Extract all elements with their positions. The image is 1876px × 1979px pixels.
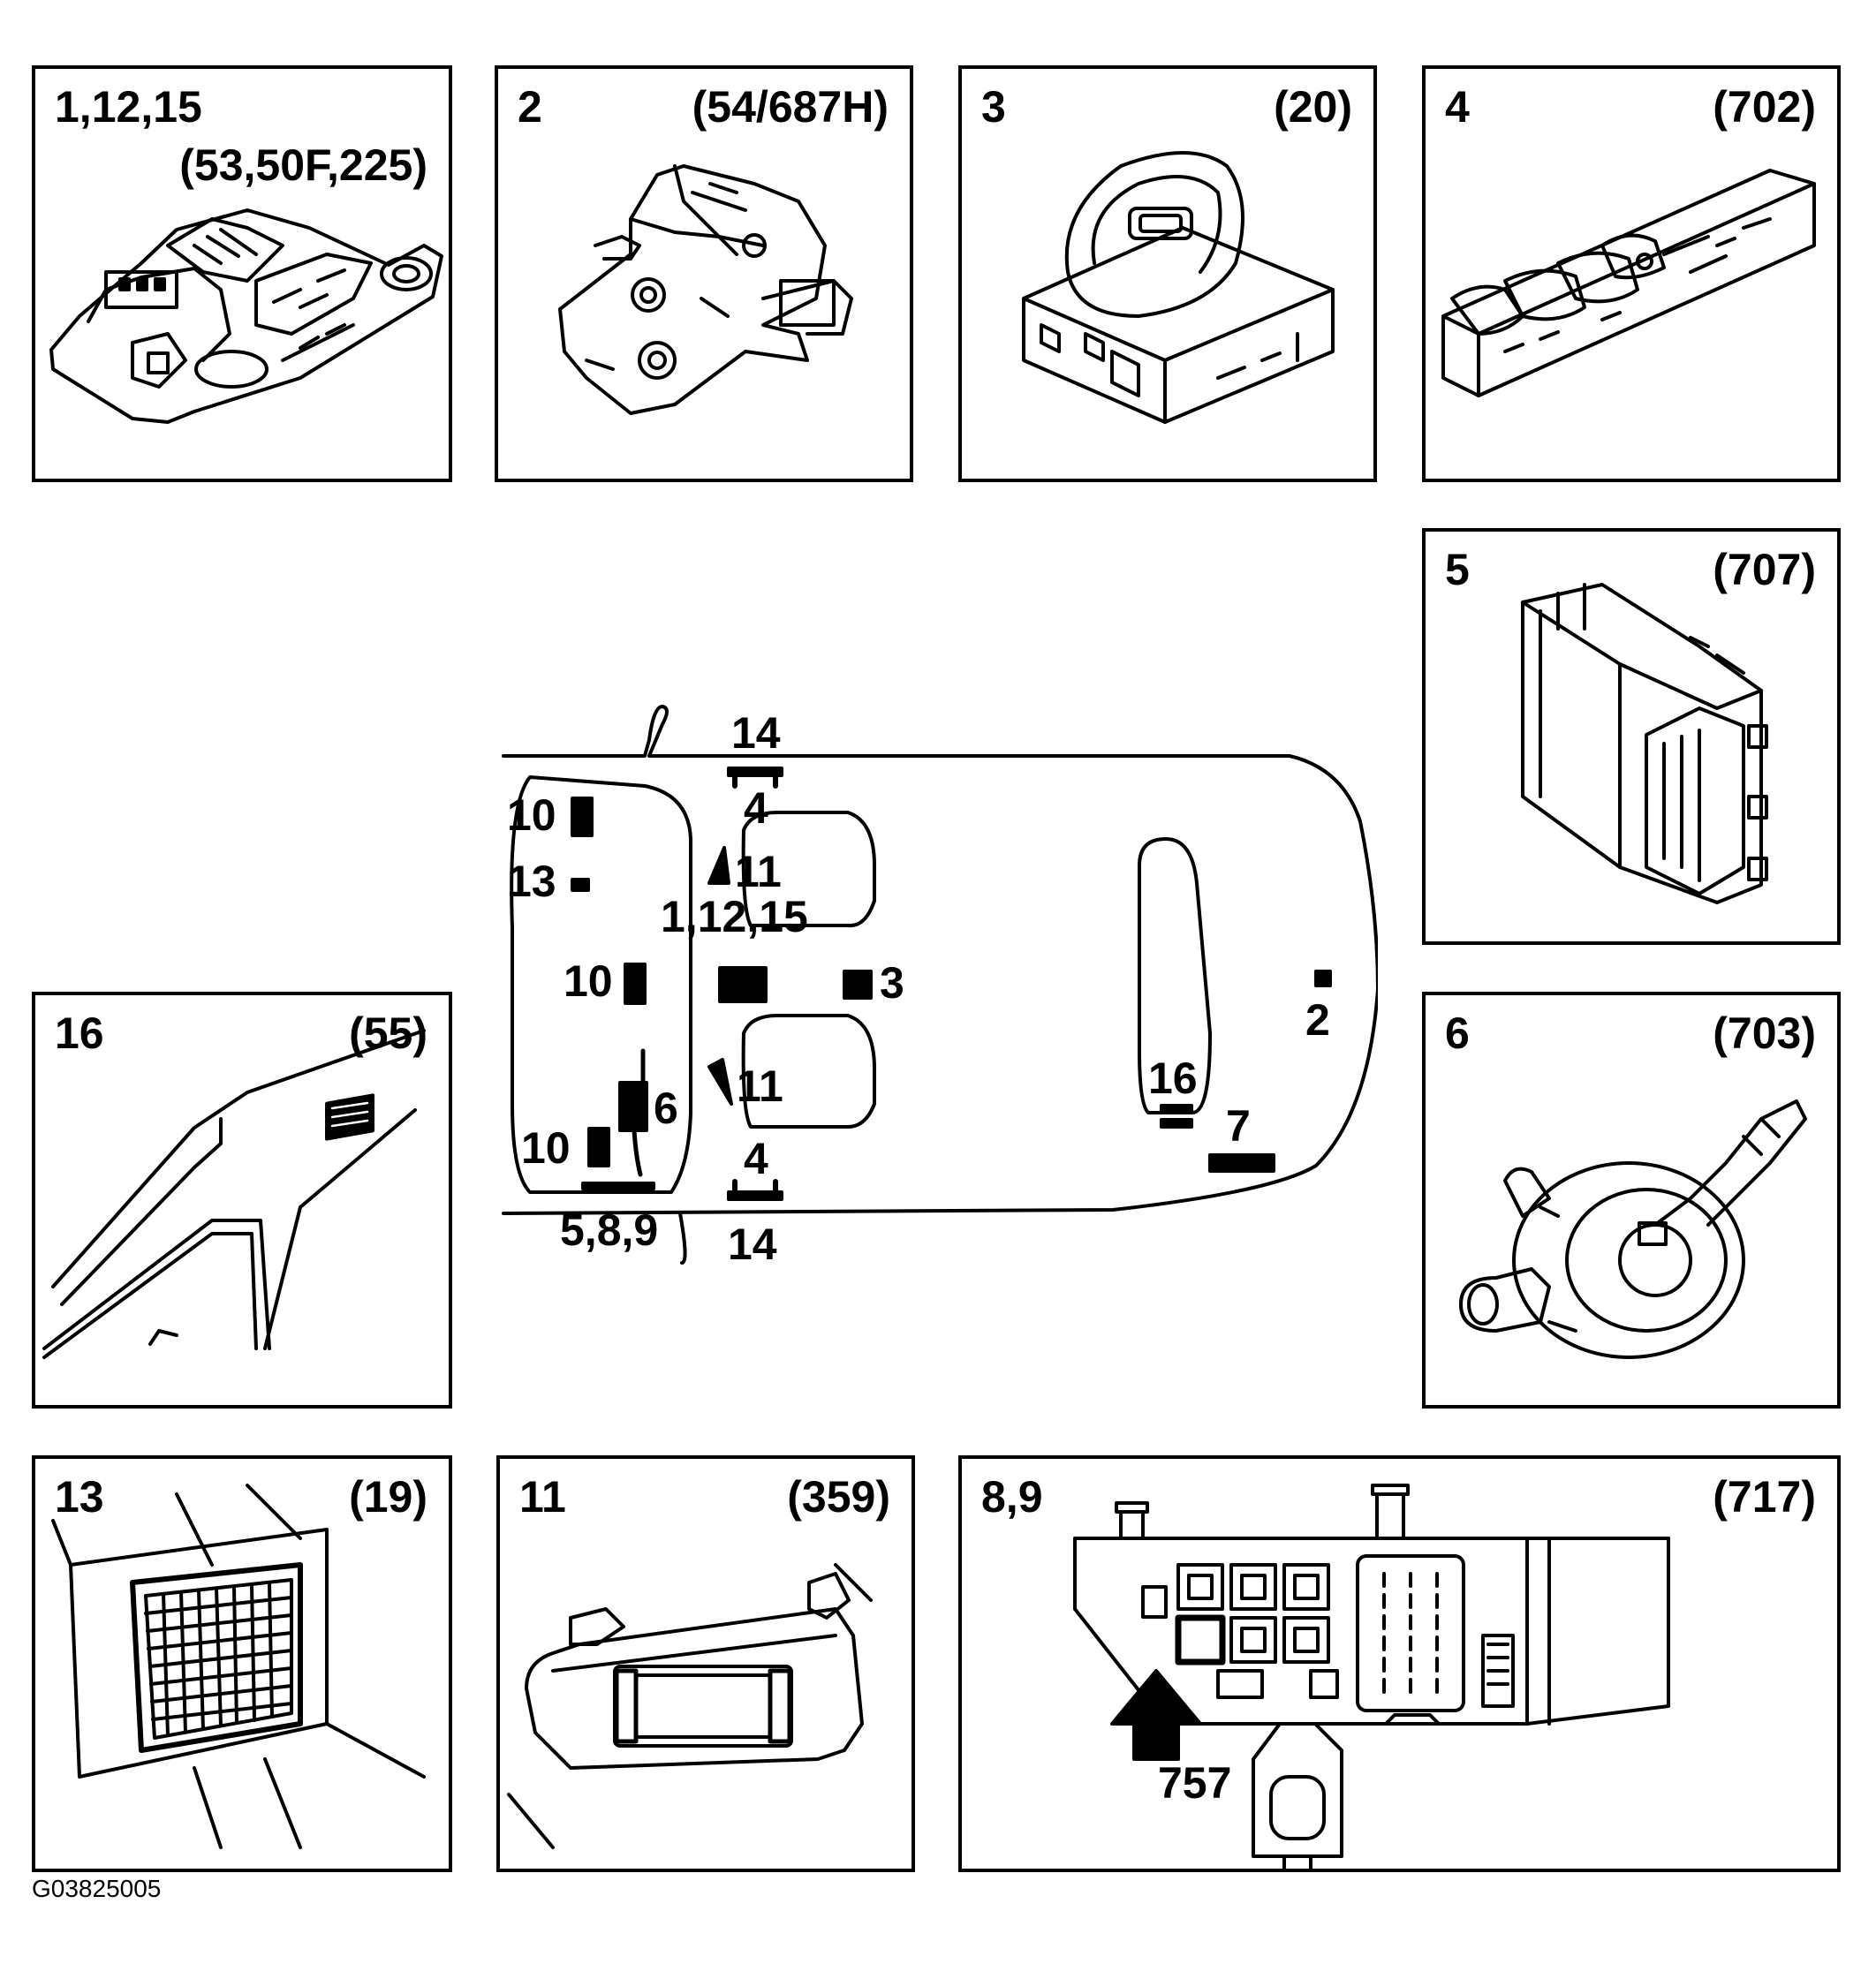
panel-code: (359) — [787, 1472, 890, 1522]
panel-number: 8,9 — [981, 1472, 1043, 1522]
marker-label-11-top: 11 — [735, 847, 782, 896]
component-panel-4: 4 (702) — [1422, 65, 1841, 482]
panel-code: (53,50F,225) — [179, 140, 427, 190]
vehicle-overview: 14 4 10 13 11 1,12,15 10 3 2 16 11 6 7 1… — [495, 698, 1378, 1298]
marker-label-2: 2 — [1305, 995, 1330, 1045]
marker-label-4-top: 4 — [744, 783, 768, 833]
panel-number: 5 — [1445, 545, 1470, 594]
fuse-box-icon — [1073, 1484, 1670, 1869]
marker-label-5-8-9: 5,8,9 — [560, 1205, 659, 1255]
marker-label-10-a: 10 — [507, 790, 556, 840]
marker-label-13: 13 — [507, 857, 556, 906]
marker-label-11-bottom: 11 — [737, 1061, 783, 1111]
arrow-label-757: 757 — [1158, 1758, 1232, 1808]
steering-column-switch-icon — [1459, 1099, 1807, 1359]
ignition-switch-icon — [1022, 151, 1335, 424]
sun-visor-icon — [507, 1563, 873, 1849]
rear-sensor-icon — [42, 1029, 426, 1359]
component-panel-3: 3 (20) — [958, 65, 1377, 482]
component-panel-13: 13 (19) — [32, 1455, 452, 1872]
component-panel-6: 6 (703) — [1422, 992, 1841, 1409]
marker-label-16: 16 — [1148, 1054, 1198, 1103]
marker-label-6: 6 — [654, 1084, 678, 1133]
panel-code: (20) — [1274, 82, 1352, 132]
marker-label-10-b: 10 — [564, 956, 613, 1006]
control-module-icon — [1521, 583, 1768, 904]
component-panel-5: 5 (707) — [1422, 528, 1841, 945]
component-panel-8-9: 8,9 (717) 757 — [958, 1455, 1841, 1872]
roof-console-icon — [49, 208, 443, 424]
component-panel-2: 2 (54/687H) — [495, 65, 913, 482]
component-panel-1-12-15: 1,12,15 (53,50F,225) — [32, 65, 452, 482]
marker-label-10-c: 10 — [521, 1123, 571, 1173]
panel-number: 2 — [518, 82, 542, 132]
panel-number: 16 — [55, 1008, 104, 1058]
tailgate-lock-icon — [558, 164, 853, 415]
panel-number: 3 — [981, 82, 1006, 132]
panel-code: (702) — [1713, 82, 1816, 132]
panel-number: 6 — [1445, 1008, 1470, 1058]
panel-code: (707) — [1713, 545, 1816, 594]
component-panel-16: 16 (55) — [32, 992, 452, 1409]
marker-label-14-top: 14 — [731, 708, 781, 758]
marker-label-7: 7 — [1226, 1101, 1251, 1151]
panel-code: (703) — [1713, 1008, 1816, 1058]
vehicle-outline-icon — [502, 705, 1378, 1265]
component-panel-11: 11 (359) — [496, 1455, 915, 1872]
panel-code: (717) — [1713, 1472, 1816, 1522]
figure-id: G03825005 — [32, 1875, 162, 1902]
panel-number: 11 — [519, 1472, 566, 1522]
panel-code: (54/687H) — [692, 82, 889, 132]
marker-label-4-bottom: 4 — [744, 1134, 768, 1183]
panel-number: 13 — [55, 1472, 104, 1522]
marker-label-14-bottom: 14 — [728, 1220, 777, 1269]
marker-label-1-12-15: 1,12,15 — [661, 892, 808, 941]
speaker-grille-icon — [51, 1484, 426, 1849]
marker-label-3: 3 — [880, 958, 904, 1008]
panel-code: (55) — [349, 1008, 427, 1058]
panel-number: 4 — [1445, 82, 1470, 132]
panel-number: 1,12,15 — [55, 82, 202, 132]
window-switch-icon — [1441, 169, 1816, 397]
panel-code: (19) — [349, 1472, 427, 1522]
